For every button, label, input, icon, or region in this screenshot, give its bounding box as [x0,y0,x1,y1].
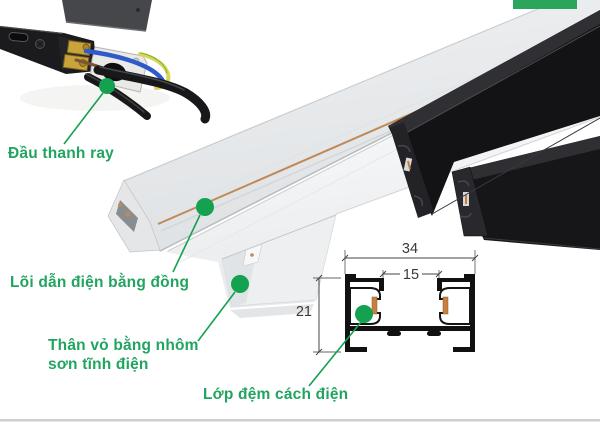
label-copper-core: Lõi dẫn điện bằng đồng [10,274,190,291]
dimension-opening: 15 [403,267,419,283]
black-cable [84,73,151,120]
white-track-rail-back [107,0,600,253]
marker-track-head-dot [99,78,115,94]
leader-insulation [308,321,362,387]
photo-shadow [20,85,170,111]
profile-outline [345,274,475,352]
bottom-divider [0,419,600,422]
leader-aluminum-body [197,291,236,342]
marker-aluminum-body-dot [231,275,249,293]
label-insulation: Lớp đệm cách điện [203,386,349,403]
copper-bar [371,296,378,315]
blue-wire [83,48,166,84]
dimension-width: 34 [402,241,418,257]
marker-insulation-dot [355,305,373,323]
top-right-tag [513,0,577,9]
label-track-head: Đầu thanh ray [8,145,114,162]
black-rail-1-end-face [390,122,434,218]
track-end-connector [0,0,211,124]
mount-slot [8,31,29,43]
white-rail-back-end-face [107,179,161,253]
track-bar [0,25,97,74]
black-track-rail-1 [388,10,600,218]
adapter-box [62,0,152,32]
black-track-rail-2 [451,136,600,250]
label-aluminum-body-line2: sơn tĩnh điện [48,356,149,373]
dimension-height: 21 [296,304,312,320]
label-aluminum-body: Thân vỏ bằng nhôm sơn tĩnh điện [48,336,199,374]
rail-end-shadow [230,304,314,318]
copper-bar [442,296,449,315]
label-aluminum-body-line1: Thân vỏ bằng nhôm [48,337,199,354]
dimension-lines [315,254,479,356]
leader-copper-core [172,214,201,273]
power-wires [74,48,211,124]
leader-track-head [63,92,104,145]
black-rail-2-end-face [451,166,489,237]
marker-copper-core-dot [196,198,214,216]
annotation-overlay [63,0,577,387]
leader-lines [63,92,362,387]
black-cable [93,65,211,124]
